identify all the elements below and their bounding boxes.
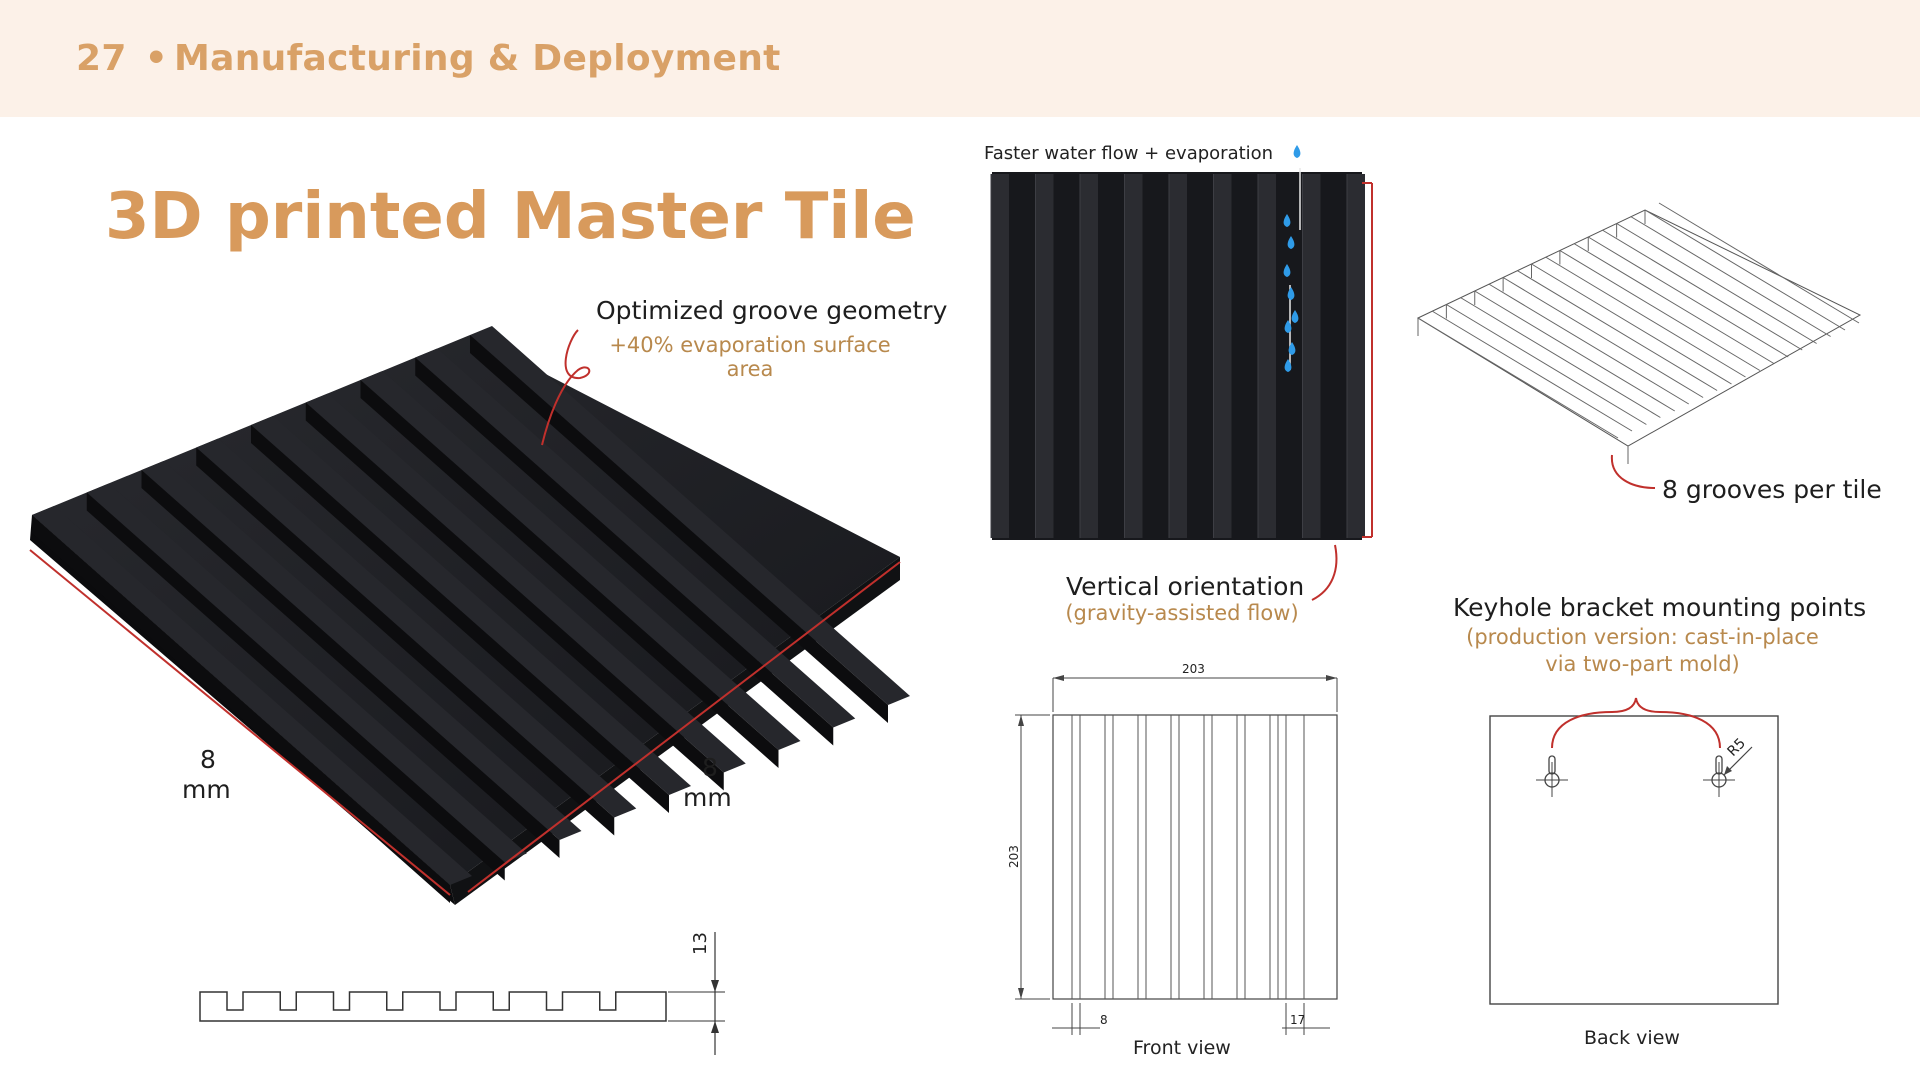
- tile-rib: [32, 506, 472, 885]
- wire-rib-edge: [1516, 270, 1718, 391]
- water-drop-icon: [1283, 264, 1291, 277]
- wire-rib-top: [1587, 236, 1789, 358]
- front-width-label: 203: [1182, 662, 1205, 676]
- wire-rib-top: [1502, 277, 1704, 398]
- dim-right-value: 8: [702, 753, 718, 782]
- flow-label: Faster water flow + evaporation: [984, 143, 1274, 164]
- keyhole-right: [1703, 746, 1753, 797]
- front-height-label: 203: [1007, 845, 1021, 868]
- wire-rib-edge: [1431, 310, 1633, 432]
- wire-rib-edge: [1601, 229, 1803, 351]
- tile-rib-side: [251, 425, 669, 813]
- keyhole-label: Keyhole bracket mounting points: [1453, 593, 1867, 622]
- tile-rib-side: [470, 335, 888, 723]
- wire-rib-edge: [1658, 202, 1860, 324]
- groove-geometry-label: Optimized groove geometry: [596, 296, 948, 325]
- keyhole-sub: (production version: cast-in-place via t…: [1466, 625, 1819, 676]
- vertical-rib: [1258, 174, 1276, 538]
- front-dim-small-left: 8: [1100, 1013, 1108, 1027]
- water-drop-icon: [1283, 214, 1291, 227]
- water-drop-icon: [1284, 359, 1292, 372]
- tile-rib: [196, 438, 637, 818]
- tile-rib-side: [141, 470, 560, 858]
- dim-left-unit: mm: [182, 775, 231, 804]
- front-view-label: Front view: [1133, 1037, 1231, 1059]
- header-bar: 27 •Manufacturing & Deployment: [0, 0, 1920, 117]
- wire-rib-edge: [1573, 243, 1775, 364]
- vertical-rib: [1302, 174, 1321, 538]
- wire-rib-edge: [1545, 256, 1746, 378]
- page-title: 3D printed Master Tile: [105, 180, 916, 254]
- vertical-rib: [991, 174, 1009, 538]
- tile-rib: [141, 461, 582, 840]
- tile-rib-side: [86, 492, 505, 881]
- tile-rib: [251, 416, 691, 795]
- wire-rib-top: [1474, 290, 1676, 412]
- wire-rib-edge: [1460, 297, 1661, 418]
- tile-rib-side: [32, 515, 450, 903]
- section-title: Manufacturing & Deployment: [174, 38, 781, 79]
- back-view-label: Back view: [1584, 1027, 1680, 1049]
- wire-rib-top: [1644, 209, 1846, 331]
- tile-rib-side: [415, 357, 834, 746]
- orientation-label: Vertical orientation: [1066, 572, 1305, 601]
- tile-rib-side: [196, 447, 615, 836]
- tile-rib: [86, 483, 527, 863]
- orientation-sub: (gravity-assisted flow): [1065, 601, 1299, 625]
- vertical-rib: [1213, 174, 1232, 538]
- profile-height-label: 13: [690, 932, 711, 955]
- water-drop-icon: [1293, 145, 1301, 158]
- water-drop-icon: [1284, 320, 1292, 333]
- wire-rib-top: [1446, 304, 1647, 425]
- wire-rib-edge: [1488, 283, 1690, 405]
- tile-rib: [305, 393, 746, 773]
- header-bullet: •: [144, 38, 169, 79]
- page-number: 27: [76, 38, 127, 79]
- tile-rib-side: [305, 402, 724, 791]
- wire-rib-top: [1616, 223, 1817, 344]
- water-drop-icon: [1287, 287, 1295, 300]
- water-drop-icon: [1288, 342, 1296, 355]
- water-drop-icon: [1287, 236, 1295, 249]
- wire-rib-top: [1531, 263, 1732, 385]
- tile-rib-side: [360, 380, 779, 768]
- front-dim-small-right: 17: [1290, 1013, 1305, 1027]
- wire-rib-edge: [1630, 216, 1831, 337]
- tile-rib: [360, 371, 801, 750]
- vertical-rib: [1347, 174, 1365, 538]
- wire-rib-top: [1417, 317, 1619, 439]
- wire-rib-top: [1559, 250, 1761, 371]
- dim-left-value: 8: [200, 745, 216, 774]
- keyhole-left: [1536, 755, 1568, 797]
- tile-rib: [470, 326, 910, 705]
- grooves-per-tile-label: 8 grooves per tile: [1662, 475, 1882, 504]
- vertical-rib: [1169, 174, 1187, 538]
- water-drop-icon: [1291, 310, 1299, 323]
- vertical-rib: [1124, 174, 1143, 538]
- vertical-rib: [1080, 174, 1098, 538]
- dim-right-unit: mm: [683, 783, 732, 812]
- header-title: 27 •Manufacturing & Deployment: [76, 38, 781, 79]
- radius-label: R5: [1725, 735, 1749, 759]
- vertical-rib: [1035, 174, 1054, 538]
- groove-geometry-sub: +40% evaporation surface area: [609, 333, 891, 381]
- tile-rib: [415, 348, 856, 728]
